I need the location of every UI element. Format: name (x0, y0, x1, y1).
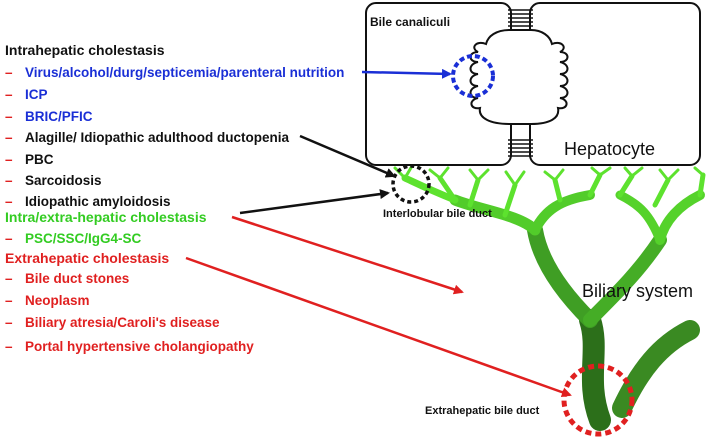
dash: – (5, 152, 13, 167)
canaliculus-highlight-circle (451, 54, 495, 98)
label-hepatocyte: Hepatocyte (564, 139, 656, 159)
intra-extra-heading: Intra/extra-hepatic cholestasis (5, 209, 207, 225)
item-text: PSC/SSC/IgG4-SC (25, 231, 142, 246)
item-text: Neoplasm (25, 293, 90, 308)
extrahepatic-item-1: –Bile duct stones (5, 272, 129, 286)
dash: – (5, 293, 13, 308)
item-text: ICP (25, 87, 48, 102)
intrahepatic-item-2: –ICP (5, 88, 48, 102)
arrow-black-intra-extra (239, 189, 390, 215)
intrahepatic-item-5: –PBC (5, 153, 54, 167)
biliary-tree (393, 164, 706, 431)
dash: – (5, 130, 13, 145)
label-interlobular-bile-duct: Interlobular bile duct (383, 208, 492, 220)
intrahepatic-item-1: –Virus/alcohol/durg/septicemia/parentera… (5, 66, 344, 80)
intrahepatic-item-6: –Sarcoidosis (5, 174, 102, 188)
label-bile-canaliculi: Bile canaliculi (370, 15, 451, 29)
arrow-red-to-trunk (231, 215, 464, 295)
dash: – (5, 339, 13, 354)
item-text: Idiopathic amyloidosis (25, 194, 171, 209)
arrow-blue-to-canaliculus (361, 68, 452, 79)
intrahepatic-item-3: –BRIC/PFIC (5, 110, 93, 124)
item-text: Portal hypertensive cholangiopathy (25, 339, 254, 354)
dash: – (5, 271, 13, 286)
tight-junction-top (508, 9, 533, 27)
extrahepatic-heading: Extrahepatic cholestasis (5, 250, 170, 266)
extrahepatic-item-3: –Biliary atresia/Caroli's disease (5, 316, 220, 330)
arrow-red-to-extrahepatic (185, 256, 572, 398)
extrahepatic-item-4: –Portal hypertensive cholangiopathy (5, 340, 254, 354)
dash: – (5, 173, 13, 188)
intrahepatic-item-7: –Idiopathic amyloidosis (5, 195, 171, 209)
label-extrahepatic-bile-duct: Extrahepatic bile duct (425, 405, 540, 417)
dash: – (5, 109, 13, 124)
item-text: BRIC/PFIC (25, 109, 93, 124)
interlobular-duct-highlight-circle (391, 164, 431, 204)
intra-extra-item-1: –PSC/SSC/IgG4-SC (5, 232, 141, 246)
item-text: Alagille/ Idiopathic adulthood ductopeni… (25, 130, 290, 145)
item-text: Sarcoidosis (25, 173, 102, 188)
dash: – (5, 65, 13, 80)
item-text: PBC (25, 152, 54, 167)
dash: – (5, 87, 13, 102)
item-text: Virus/alcohol/durg/septicemia/parenteral… (25, 65, 345, 80)
dash: – (5, 194, 13, 209)
dash: – (5, 315, 13, 330)
intrahepatic-heading: Intrahepatic cholestasis (5, 42, 165, 58)
extrahepatic-item-2: –Neoplasm (5, 294, 90, 308)
intrahepatic-item-4: –Alagille/ Idiopathic adulthood ductopen… (5, 131, 289, 145)
extrahepatic-duct-highlight-circle (561, 363, 635, 437)
item-text: Bile duct stones (25, 271, 130, 286)
label-biliary-system: Biliary system (582, 281, 694, 301)
item-text: Biliary atresia/Caroli's disease (25, 315, 220, 330)
arrow-black-alagille (299, 134, 396, 178)
dash: – (5, 231, 13, 246)
tight-junction-bottom (508, 139, 533, 157)
